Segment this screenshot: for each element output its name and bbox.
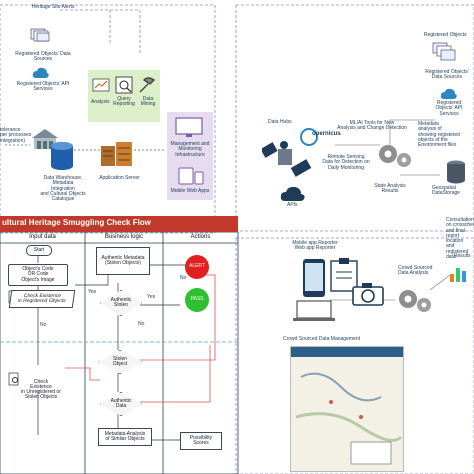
heritage-alerts-label: Heritage Site Alerts [31,4,75,10]
col-logic-header: Business logic [104,234,144,240]
start-box: Start [26,245,52,256]
query-label: Query Reporting [113,96,135,108]
authentic-metadata-box: Authentic Metadata (Stolen Objects) [96,247,150,275]
object-code-box: Object's Code OR Code Object's Image [8,264,68,286]
crowd-analysis-label: Crowd Sourced Data Analysis [398,265,433,277]
mobile-label: Mobile Web Apps [170,188,210,194]
flow-title-bar [0,216,238,232]
copernicus-label: opernicus [312,131,341,137]
flow-title: ultural Heritage Smuggling Check Flow [2,218,151,227]
pass-label: PASS [190,296,204,302]
crowd-management-label: Crowd Sourced Data Management [283,336,360,342]
tolerance-text: tolerance per processes integration) [0,127,32,144]
analysis-label: Analysis [91,99,110,105]
app-server-label: Application Server [99,175,140,181]
results-label: Results [454,253,471,259]
state-analysis-label: State Analysis Results [374,183,406,195]
metadata-label: Metadata analysis of showing registered … [418,121,460,148]
mining-label: Data Mining [140,96,156,108]
right-registered-api-services: Registered Objects' API Services [435,100,463,117]
registered-objects-label: Registered Objects [424,32,467,38]
apis-label: APIs [287,202,298,208]
consultation-label: Consultation on crosscheck and final rep… [446,217,474,260]
no-label-2: No [40,322,47,328]
alert-circle [185,255,209,279]
yes-label-1: Yes [88,289,97,295]
no-label-3: No [138,321,145,327]
possibility-scores-box: Possibility Scores [180,432,222,450]
check-existence-stolen-box: Check Existence in Unregistered or Stole… [21,378,61,401]
right-registered-data-sources: Registered Objects' Data Sources [425,69,469,81]
no-label-1: No [180,275,187,281]
tools-label: ML/AI Tools for New Analysis and Change … [337,120,407,132]
metadata-similar-box: Metadata Analysis of Similar Objects [98,428,152,446]
col-actions-header: Actions [190,234,211,240]
check-existence-box: Check Existence in Registered Objects [8,290,76,308]
pass-circle [185,288,209,312]
mobile-reporter-label: Mobile app Reporter Web app Reporter [292,240,338,252]
warehouse-label: Data Warehouse, Metadata Integration and… [40,175,86,202]
registered-data-sources-label: Registered Objects' Data Sources [15,51,71,63]
geospatial-label: Geospatial DataStorage [432,185,461,197]
yes-label-2: Yes [147,294,156,300]
remote-sensing-label: Remote Sensing Data for Detection on Dai… [322,154,370,171]
copernicus-logo [300,128,318,146]
heritage-alerts-icon [30,28,52,42]
data-hubs-label: Data Hubs [268,119,292,125]
alert-label: ALERT [188,263,206,269]
map-screenshot [290,346,404,472]
registered-api-services-label: Registered Objects' API Services [16,81,70,93]
management-label: Management and Monitoring Infrastructure [170,141,210,158]
col-input-header: Input data [29,234,56,240]
